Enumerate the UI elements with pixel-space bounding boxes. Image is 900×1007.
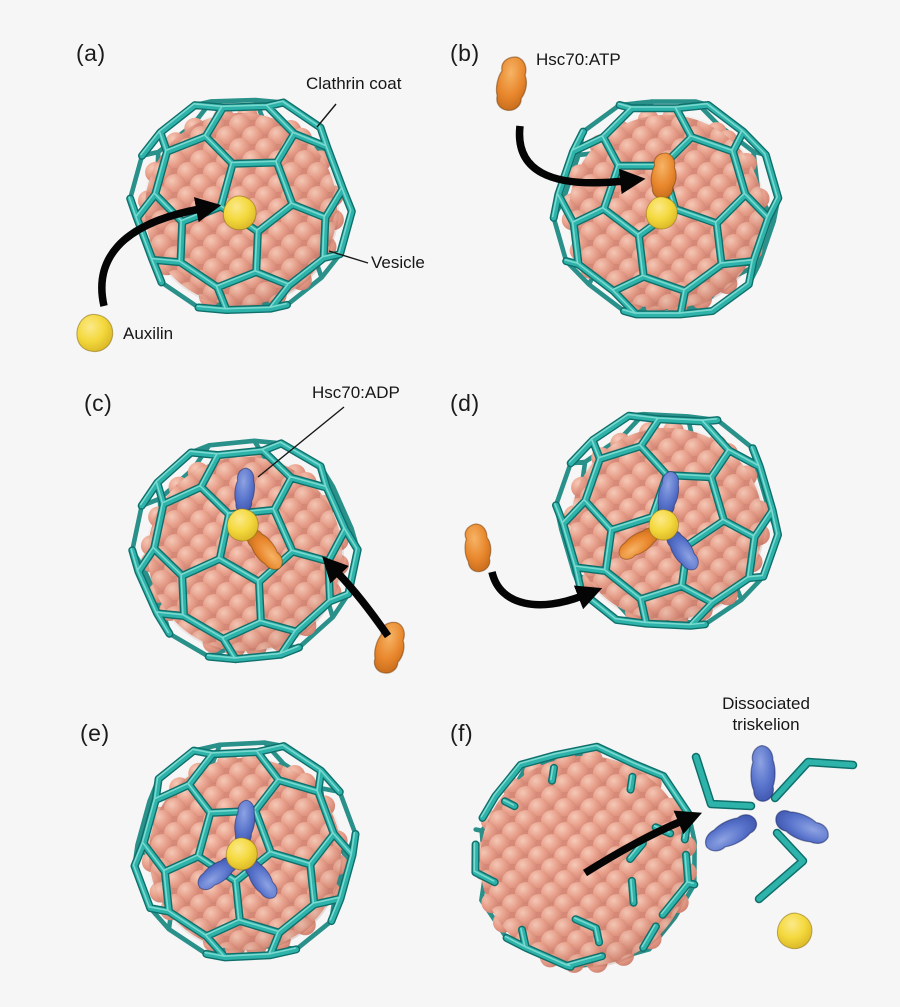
hsc70-atp-free-blob [495, 56, 528, 111]
triskelion-hsc70-blob [775, 810, 829, 844]
auxilin-bound-blob [226, 508, 259, 542]
panel-f-vesicle [472, 748, 697, 973]
auxilin-released-blob [776, 912, 813, 950]
panel-e-letter: (e) [80, 720, 110, 746]
hsc70-atp-free-blob [464, 523, 492, 573]
panel-c-letter: (c) [84, 390, 113, 416]
auxilin-binding-arrow [98, 197, 222, 307]
hsc70-atp-binding-arrow [488, 570, 603, 610]
clathrin-coat-label: Clathrin coat [306, 74, 402, 93]
panel-c-coated-vesicle [128, 438, 362, 664]
triskelion-hsc70-blob [750, 744, 776, 802]
panel-f-letter: (f) [450, 720, 474, 746]
hsc70-atp-binding-arrow [515, 125, 646, 195]
dissociated-triskelion-label: Dissociated triskelion [722, 694, 810, 734]
triskelion-release-arrow [583, 810, 703, 877]
hsc70-adp-label: Hsc70:ADP [312, 383, 400, 402]
panel-f-coated-vesicle [471, 742, 699, 973]
hsc70-atp-label: Hsc70:ATP [536, 50, 621, 69]
triskelion-hsc70-blob [704, 814, 758, 852]
auxilin-free-blob [76, 313, 114, 353]
hsc70-atp-free-blob [373, 621, 405, 674]
triskelion-leg [770, 757, 858, 803]
auxilin-bound-blob [225, 837, 258, 871]
panel-b-letter: (b) [450, 40, 480, 66]
panel-a-letter: (a) [76, 40, 106, 66]
auxilin-bound-blob [648, 509, 679, 541]
auxilin-label: Auxilin [123, 324, 174, 343]
auxilin-bound-blob [222, 195, 257, 231]
vesicle-pointer [328, 250, 369, 264]
clathrin-coat-pointer [316, 103, 337, 128]
auxilin-bound-blob [645, 196, 678, 230]
hsc70-atp-binding-arrow [322, 556, 392, 639]
panel-d-letter: (d) [450, 390, 480, 416]
hsc70-adp-pointer [257, 406, 345, 478]
vesicle-label: Vesicle [371, 253, 425, 272]
